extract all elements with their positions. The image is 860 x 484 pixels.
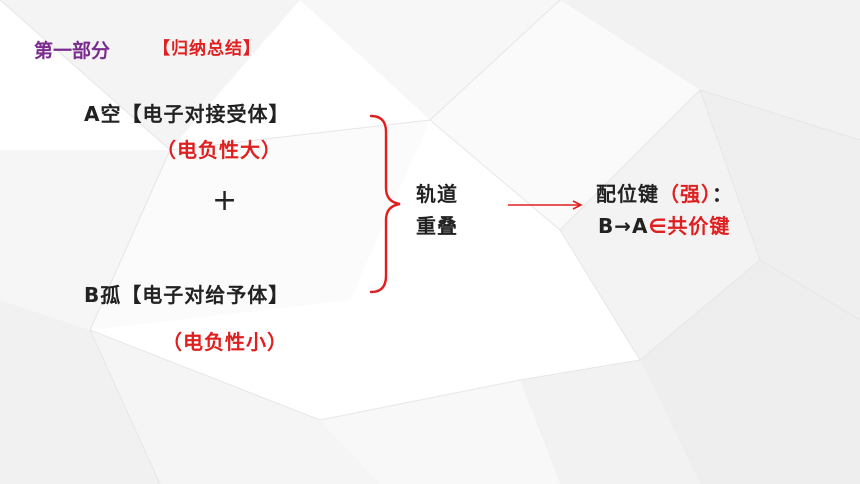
acceptor-label: A空【电子对接受体】: [84, 102, 290, 126]
section-tag: 【归纳总结】: [153, 39, 261, 59]
orbital-line-1: 轨道: [416, 182, 458, 206]
coordinate-bond-title: 配位键（强）：: [596, 178, 733, 207]
donor-electronegativity-note: （电负性小）: [162, 330, 288, 354]
acceptor-electronegativity-note: （电负性大）: [156, 138, 282, 162]
bond-title-text: 配位键: [596, 182, 659, 206]
bond-colon: ：: [712, 182, 733, 206]
bond-strength: （强）: [659, 182, 712, 206]
donor-label: B孤【电子对给予体】: [84, 283, 290, 307]
orbital-overlap-label: 轨道 重叠: [416, 178, 458, 242]
coordinate-bond-formula: B→A∈共价键: [598, 210, 730, 239]
bond-formula-prefix: B→A: [598, 214, 649, 238]
plus-sign: +: [212, 183, 239, 218]
orbital-line-2: 重叠: [416, 214, 458, 238]
section-label: 第一部分: [34, 40, 111, 62]
bond-formula-suffix: ∈共价键: [648, 214, 731, 238]
